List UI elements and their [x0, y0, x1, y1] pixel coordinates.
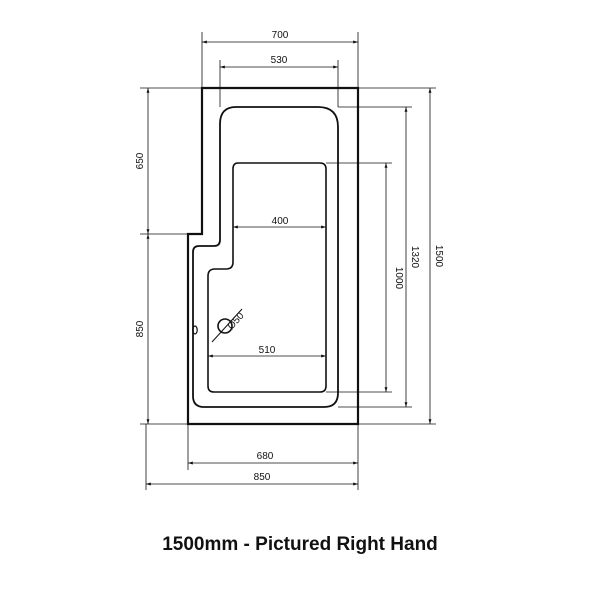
dim-top-outer: 700	[201, 30, 359, 88]
dim-bottom-inner: 680	[187, 424, 359, 470]
dim-inner-height-label: 1000	[393, 267, 404, 290]
dim-inner-total-height: 1320	[338, 106, 420, 408]
dim-inner-width: 400	[233, 216, 326, 229]
dim-overall-height-label: 1500	[433, 245, 444, 268]
overflow-marker	[192, 325, 198, 335]
dim-left-upper: 650	[135, 87, 202, 235]
dim-bottom-outer: 850	[145, 424, 359, 490]
dim-left-lower: 850	[135, 234, 188, 425]
dim-top-inner: 530	[219, 55, 339, 107]
bath-inner-basin	[207, 162, 327, 393]
dim-inner-total-height-label: 1320	[409, 246, 420, 269]
dim-lower-inner-width-label: 510	[259, 345, 276, 356]
dim-left-upper-label: 650	[135, 152, 146, 169]
bath-outer-outline	[186, 86, 360, 426]
dim-top-outer-label: 700	[272, 30, 289, 41]
dim-outlet-label: Ø50	[226, 310, 247, 332]
dim-inner-height: 1000	[326, 162, 404, 393]
waste-outlet-leader	[211, 308, 243, 343]
bath-inner-rim	[192, 106, 339, 408]
dim-left-lower-label: 850	[135, 320, 146, 337]
dim-overall-height: 1500	[358, 87, 444, 425]
dim-lower-inner-width: 510	[208, 345, 326, 358]
caption: 1500mm - Pictured Right Hand	[162, 534, 438, 555]
dim-bottom-outer-label: 850	[254, 472, 271, 483]
dim-top-inner-label: 530	[271, 55, 288, 66]
waste-outlet-circle	[217, 318, 233, 334]
dim-bottom-inner-label: 680	[257, 451, 274, 462]
dim-inner-width-label: 400	[272, 216, 289, 227]
